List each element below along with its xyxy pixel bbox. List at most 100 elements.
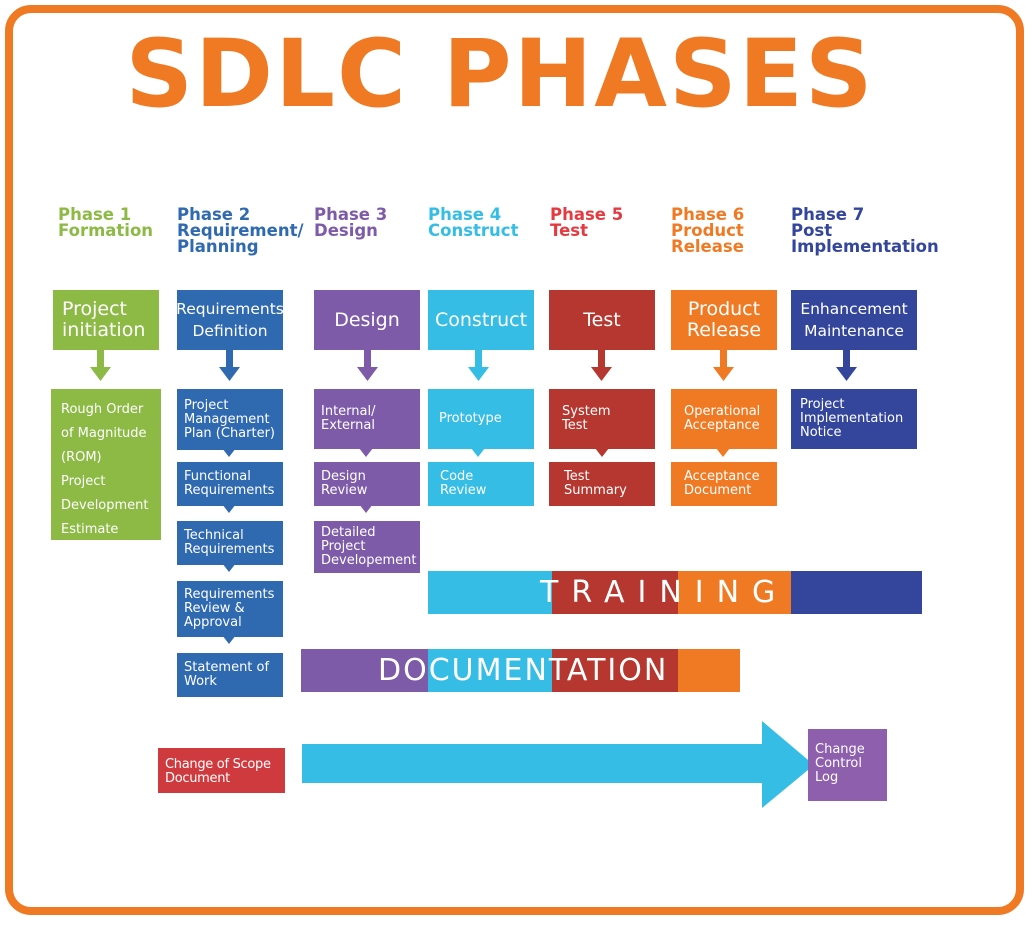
phase-3-header: Phase 3 Design [314, 205, 388, 239]
down-arrow-icon [222, 635, 236, 644]
phase-1-number: Phase 1 [58, 205, 132, 224]
down-arrow-icon [716, 448, 730, 457]
change-control-line3: Log [815, 770, 839, 785]
detailed-line1: Detailed [321, 525, 376, 540]
code-review-line2: Review [440, 483, 487, 498]
code-review-line1: Code [440, 469, 474, 484]
project-implementation-notice-box: Project Implementation Notice [791, 389, 917, 449]
test-box: Test [549, 290, 655, 350]
phase-4-header: Phase 4 Construct [428, 206, 519, 240]
acceptance-doc-line1: Acceptance [684, 469, 760, 484]
system-test-line1: System [562, 404, 611, 419]
statement-of-work-box: Statement of Work [177, 653, 283, 697]
phase-2-name-line2: Planning [177, 237, 259, 256]
pin-line2: Implementation [800, 411, 904, 426]
down-arrow-icon [222, 563, 236, 572]
training-seg-release [678, 571, 791, 614]
rom-line1: Rough Order [61, 402, 144, 417]
phase-5-header: Phase 5 Test [550, 206, 623, 240]
training-bar: TRAINING [428, 571, 922, 614]
design-review-box: Design Review [314, 462, 420, 506]
training-seg-post [791, 571, 922, 614]
technical-req-line2: Requirements [184, 542, 275, 557]
down-arrow-icon [222, 448, 236, 457]
enhancement-maintenance-box: Enhancement Maintenance [791, 290, 917, 350]
down-arrow-icons [90, 350, 857, 644]
phase-1-name: Formation [58, 221, 154, 240]
internal-external-box: Internal/ External [314, 389, 420, 449]
down-arrow-icon [90, 350, 111, 381]
phase-6-name-line1: Product [671, 221, 744, 240]
phase-3-number: Phase 3 [314, 205, 388, 224]
change-of-scope-box: Change of Scope Document [158, 748, 285, 793]
pmp-line2: Management [184, 411, 270, 427]
design-box-label: Design [334, 308, 400, 331]
rom-line6: Estimate [61, 522, 119, 537]
phase-2-header: Phase 2 Requirement/ Planning [177, 206, 304, 256]
phase-7-name-line2: Implementation [791, 237, 939, 256]
phase-7-name-line1: Post [791, 221, 833, 240]
down-arrow-icon [836, 350, 857, 381]
change-of-scope-line2: Document [165, 771, 230, 786]
requirements-review-box: Requirements Review & Approval [177, 581, 283, 637]
maintenance-line: Maintenance [804, 322, 904, 340]
acceptance-document-box: Acceptance Document [671, 462, 777, 506]
change-control-log-box: Change Control Log [808, 729, 887, 801]
phase-4-name: Construct [428, 221, 519, 240]
project-initiation-box: Project initiation [53, 290, 159, 350]
phase-2-name-line1: Requirement/ [177, 221, 304, 240]
design-review-line1: Design [321, 469, 366, 484]
prototype-label: Prototype [439, 411, 502, 426]
phase-6-name-line2: Release [671, 237, 744, 256]
pin-line1: Project [800, 397, 845, 412]
project-initiation-line1: Project [62, 298, 128, 320]
internal-line: Internal/ [321, 404, 376, 419]
rom-line4: Project [61, 474, 106, 489]
detailed-line2: Project [321, 539, 366, 554]
external-line: External [321, 418, 375, 433]
design-review-line2: Review [321, 483, 368, 498]
phase-7-header: Phase 7 Post Implementation [791, 206, 939, 256]
design-box: Design [314, 290, 420, 350]
down-arrow-icon [219, 350, 240, 381]
product-release-line1: Product [687, 298, 761, 320]
requirements-definition-box: Requirements Definition [176, 290, 284, 350]
orange-frame [5, 5, 1024, 915]
enhancement-line: Enhancement [800, 300, 908, 318]
prototype-box: Prototype [428, 389, 534, 449]
rom-line5: Development [61, 498, 149, 513]
documentation-seg-test [552, 649, 678, 692]
operational-line: Operational [684, 404, 761, 419]
code-review-box: Code Review [428, 462, 534, 506]
change-control-line2: Control [815, 756, 862, 771]
phase-5-name: Test [550, 221, 588, 240]
system-test-line2: Test [562, 418, 588, 433]
training-label: TRAINING [540, 575, 789, 610]
right-arrow-icon [302, 721, 814, 808]
down-arrow-icon [591, 350, 612, 381]
pmp-line3: Plan (Charter) [184, 425, 275, 441]
project-initiation-line2: initiation [62, 319, 146, 341]
down-arrow-icon [359, 504, 373, 513]
phase-1-header: Phase 1 Formation [58, 205, 154, 240]
test-summary-line1: Test [564, 469, 590, 484]
acceptance-line: Acceptance [684, 418, 760, 433]
system-test-box: System Test [549, 389, 655, 449]
req-review-line2: Review & [184, 601, 245, 616]
rom-line2: of Magnitude [61, 426, 147, 441]
sow-line2: Work [184, 674, 217, 689]
operational-acceptance-box: Operational Acceptance [671, 389, 777, 449]
down-arrow-icon [359, 448, 373, 457]
training-seg-test [552, 571, 678, 614]
project-management-plan-box: Project Management Plan (Charter) [177, 389, 283, 450]
requirements-definition-line2: Definition [192, 322, 268, 340]
technical-req-line1: Technical [184, 528, 244, 543]
test-summary-box: Test Summary [549, 462, 655, 506]
detailed-line3: Developement [321, 553, 417, 568]
phase-6-number: Phase 6 [671, 205, 745, 224]
change-of-scope-line1: Change of Scope [165, 757, 271, 772]
phase-6-header: Phase 6 Product Release [671, 205, 745, 256]
page-title: SDLC PHASES [125, 20, 875, 129]
